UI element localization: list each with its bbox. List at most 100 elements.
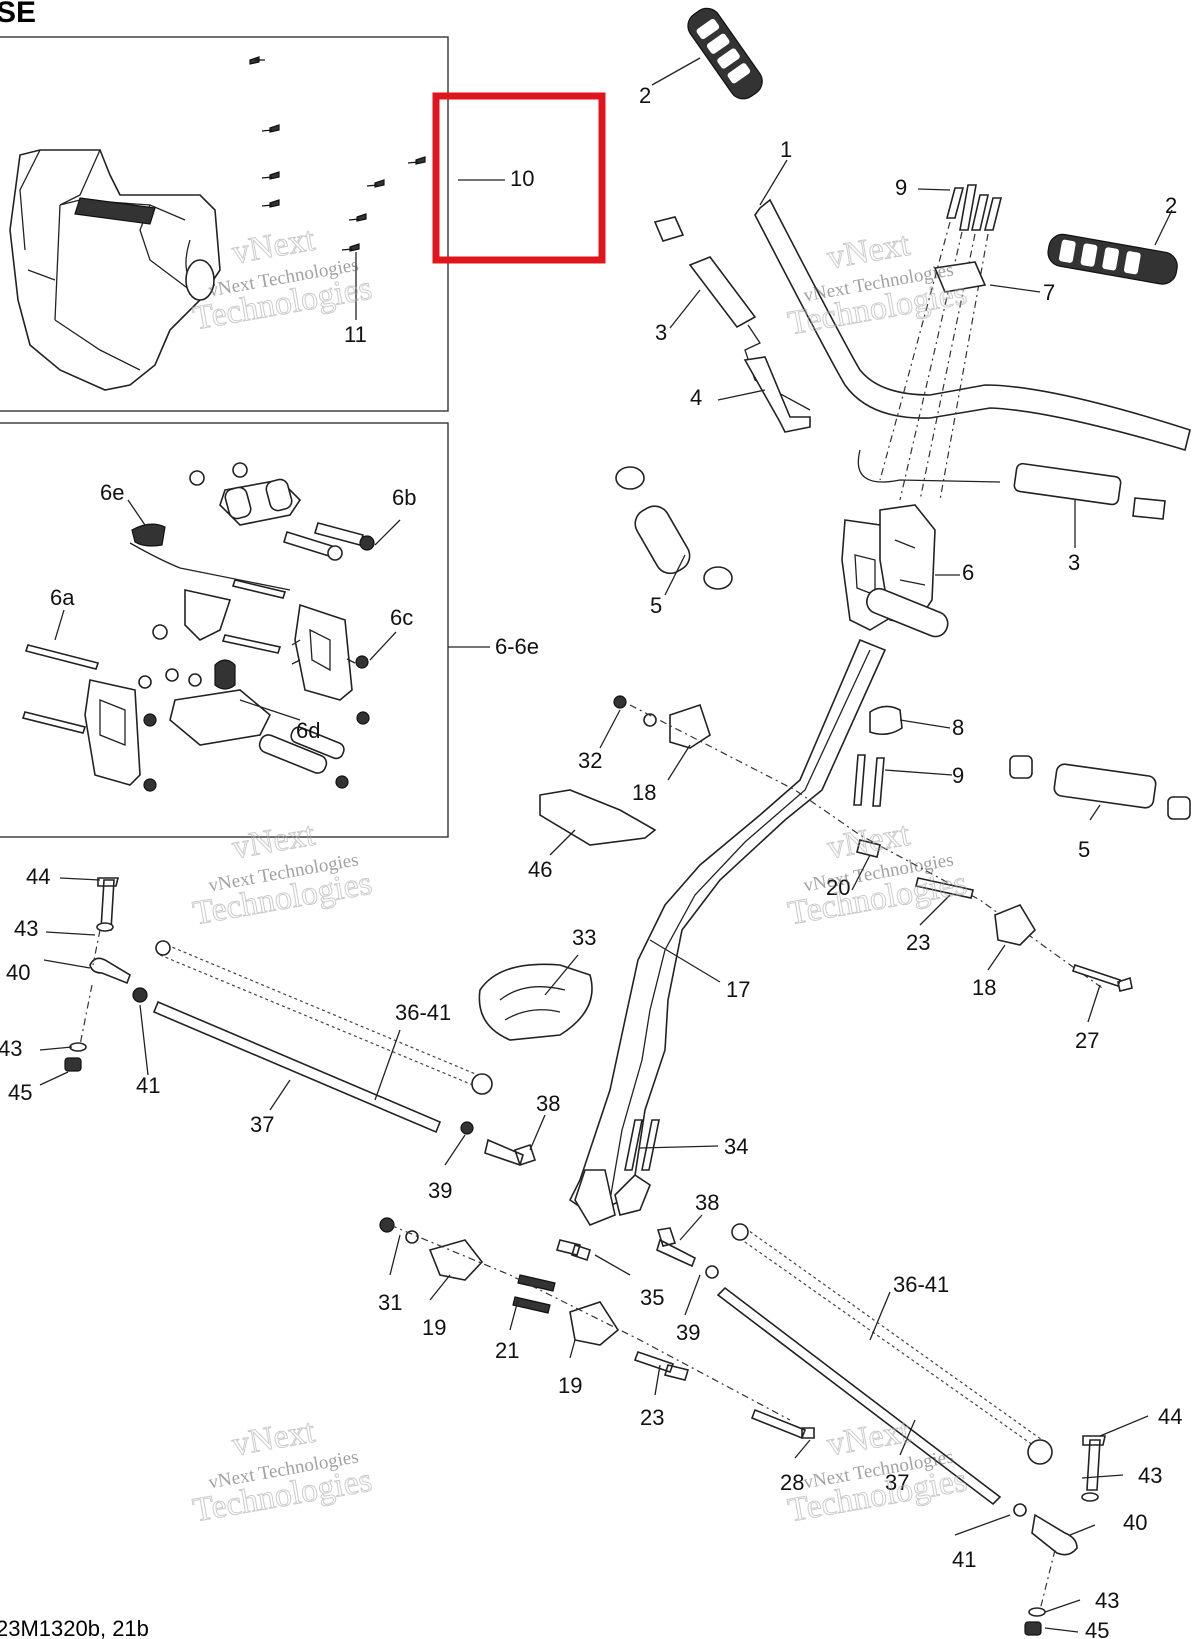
- callout-4: 4: [690, 385, 702, 410]
- callout-21: 21: [495, 1338, 519, 1363]
- leader-lines: [39, 57, 1173, 1633]
- callout-6e: 6e: [100, 480, 124, 505]
- column-base: [574, 1169, 616, 1226]
- callout-18: 18: [972, 975, 996, 1000]
- callout-2: 2: [1165, 193, 1177, 218]
- grip-left: [687, 7, 763, 100]
- grip-right: [1047, 233, 1178, 285]
- clamp-bolts-top: [879, 184, 1003, 501]
- callout-37: 37: [250, 1112, 274, 1137]
- throttle-tube: [653, 216, 811, 433]
- ball-joint-left: [64, 877, 148, 1072]
- callout-2: 2: [639, 83, 651, 108]
- cover-33: [478, 963, 593, 1041]
- callout-6: 6: [962, 560, 974, 585]
- callout-44: 44: [26, 864, 50, 889]
- callout-8: 8: [952, 715, 964, 740]
- callout-5: 5: [650, 593, 662, 618]
- highlight-box: [432, 92, 606, 264]
- callout-41: 41: [136, 1073, 160, 1098]
- callout-labels: 2 1 9 2 10 11 7 3 4 3 5 6 6e 6b 6a 6c 6-…: [0, 83, 1182, 1639]
- callout-19: 19: [422, 1315, 446, 1340]
- callout-35: 35: [640, 1285, 664, 1310]
- rod-end-18-upper: [669, 703, 711, 749]
- callout-43: 43: [0, 1036, 22, 1061]
- callout-9: 9: [952, 763, 964, 788]
- inset-box-riser-block: [0, 422, 449, 838]
- rod-end-18-lower: [994, 904, 1037, 946]
- callout-39: 39: [428, 1178, 452, 1203]
- column-bolts-34: [624, 1119, 660, 1171]
- callout-6c: 6c: [390, 605, 413, 630]
- bushing-23-upper: [915, 877, 974, 899]
- cover-screws: [249, 56, 426, 320]
- riser-block: [841, 504, 949, 638]
- callout-31: 31: [378, 1290, 402, 1315]
- bushing-35: [555, 1239, 591, 1262]
- callout-6-6e: 6-6e: [495, 634, 539, 659]
- tie-rod-right: [656, 1223, 1053, 1517]
- callout-9: 9: [895, 175, 907, 200]
- tie-rod-left: [152, 940, 537, 1167]
- callout-28: 28: [780, 1470, 804, 1495]
- callout-44: 44: [1158, 1404, 1182, 1429]
- callout-36-41: 36-41: [893, 1272, 949, 1297]
- callout-38: 38: [536, 1091, 560, 1116]
- spacer-20: [856, 839, 881, 858]
- callout-10: 10: [510, 166, 534, 191]
- diagram-title: SE: [0, 0, 36, 29]
- heater-wire: [857, 449, 1001, 483]
- callout-32: 32: [578, 748, 602, 773]
- callout-43: 43: [1138, 1463, 1162, 1488]
- callout-40: 40: [1123, 1510, 1147, 1535]
- handlebar: [754, 198, 1191, 452]
- drawing-reference: 23M1320b, 21b: [0, 1616, 149, 1639]
- callout-41: 41: [952, 1547, 976, 1572]
- callout-39: 39: [676, 1320, 700, 1345]
- callout-6b: 6b: [392, 485, 416, 510]
- callout-45: 45: [1085, 1618, 1109, 1639]
- heater-grip: [1013, 462, 1122, 506]
- bushing-set-left: [615, 466, 733, 590]
- callout-18: 18: [632, 780, 656, 805]
- inset-box-cover: [0, 36, 449, 412]
- callout-19: 19: [558, 1373, 582, 1398]
- callout-5: 5: [1078, 837, 1090, 862]
- callout-45: 45: [8, 1080, 32, 1105]
- callout-1: 1: [780, 137, 792, 162]
- callout-6d: 6d: [296, 718, 320, 743]
- callout-46: 46: [528, 857, 552, 882]
- bushing-set-right: [1009, 755, 1191, 820]
- callout-43: 43: [14, 916, 38, 941]
- callout-37: 37: [885, 1470, 909, 1495]
- callout-3: 3: [1068, 550, 1080, 575]
- mount-plate: [539, 789, 657, 846]
- steering-column: [568, 638, 887, 1216]
- ball-joint-right: [1024, 1435, 1106, 1636]
- callout-23: 23: [906, 930, 930, 955]
- callout-3: 3: [655, 320, 667, 345]
- end-cap: [1132, 497, 1166, 520]
- callout-20: 20: [826, 875, 850, 900]
- bolt-27: [1071, 963, 1133, 992]
- lower-pivot-parts: [379, 1217, 815, 1440]
- callout-6a: 6a: [50, 585, 75, 610]
- callout-36-41: 36-41: [395, 1000, 451, 1025]
- callout-11: 11: [344, 322, 367, 347]
- handlebar-cover: [9, 149, 221, 391]
- nut-32: [613, 695, 627, 709]
- callout-34: 34: [724, 1134, 748, 1159]
- callout-38: 38: [695, 1190, 719, 1215]
- callout-33: 33: [572, 925, 596, 950]
- column-bolts: [853, 754, 885, 807]
- riser-block-exploded: [21, 462, 375, 792]
- column-clamp: [869, 705, 903, 736]
- handlebar-clamp: [933, 261, 987, 293]
- callout-27: 27: [1075, 1028, 1099, 1053]
- callout-23: 23: [640, 1405, 664, 1430]
- callout-40: 40: [6, 960, 30, 985]
- callout-17: 17: [726, 977, 750, 1002]
- callout-43: 43: [1095, 1588, 1119, 1613]
- callout-7: 7: [1043, 280, 1055, 305]
